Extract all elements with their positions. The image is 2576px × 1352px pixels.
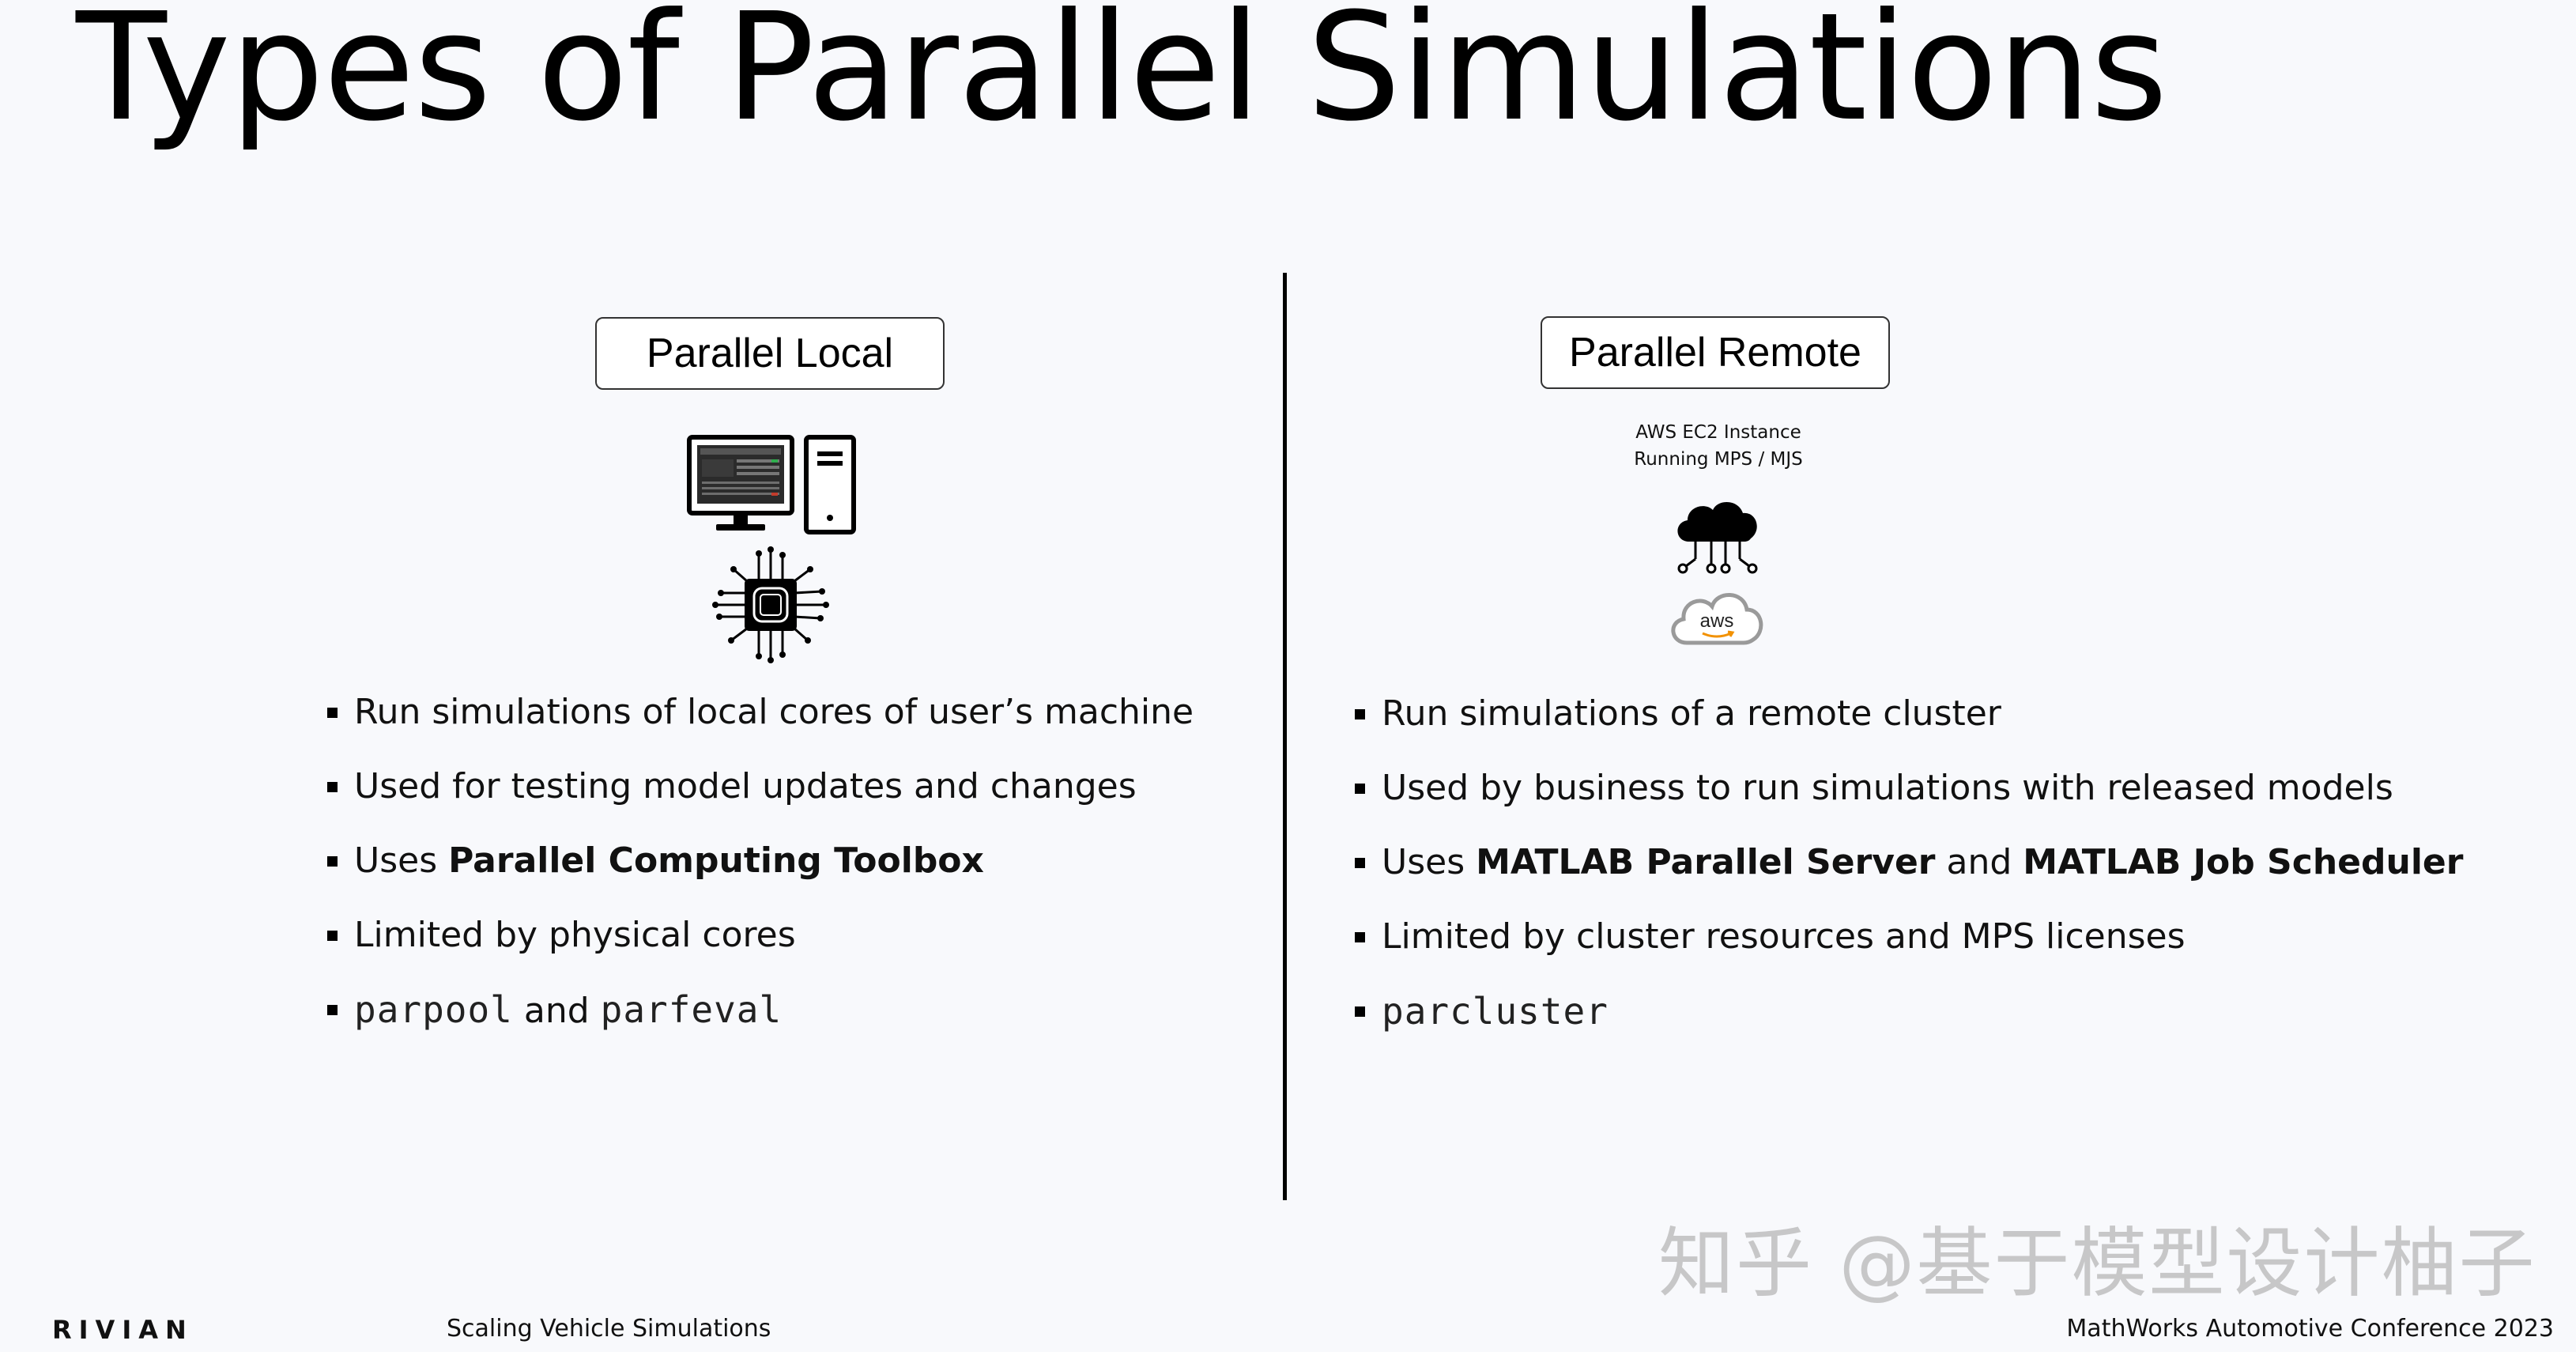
- cloud-network-icon: [1677, 501, 1758, 574]
- list-item: Used for testing model updates and chang…: [327, 750, 1194, 824]
- remote-bullet-list: Run simulations of a remote cluster Used…: [1355, 677, 2463, 1048]
- brand-logo: RIVIAN: [52, 1315, 194, 1345]
- list-item: Run simulations of a remote cluster: [1355, 677, 2463, 751]
- list-item: parpool and parfeval: [327, 972, 1194, 1047]
- cpu-chip-icon: [712, 546, 829, 663]
- parallel-remote-heading: Parallel Remote: [1541, 316, 1890, 389]
- local-bullet-list: Run simulations of local cores of user’s…: [327, 675, 1194, 1047]
- column-divider: [1283, 273, 1287, 1200]
- list-item: Limited by cluster resources and MPS lic…: [1355, 900, 2463, 974]
- page-title: Types of Parallel Simulations: [76, 0, 2168, 154]
- list-item: Uses Parallel Computing Toolbox: [327, 824, 1194, 898]
- parallel-local-heading: Parallel Local: [595, 317, 945, 390]
- desktop-computer-icon: [687, 435, 856, 534]
- list-item: Used by business to run simulations with…: [1355, 751, 2463, 825]
- list-item: parcluster: [1355, 974, 2463, 1048]
- aws-caption: AWS EC2 Instance Running MPS / MJS: [1634, 422, 1803, 470]
- watermark: 知乎 @基于模型设计柚子: [1658, 1219, 2536, 1308]
- aws-label: aws: [1700, 610, 1734, 632]
- list-item: Limited by physical cores: [327, 898, 1194, 972]
- list-item: Uses MATLAB Parallel Server and MATLAB J…: [1355, 825, 2463, 900]
- list-item: Run simulations of local cores of user’s…: [327, 675, 1194, 750]
- aws-cloud-icon: aws: [1671, 593, 1763, 645]
- presentation-title: Scaling Vehicle Simulations: [447, 1315, 771, 1343]
- event-name: MathWorks Automotive Conference 2023: [2066, 1315, 2554, 1343]
